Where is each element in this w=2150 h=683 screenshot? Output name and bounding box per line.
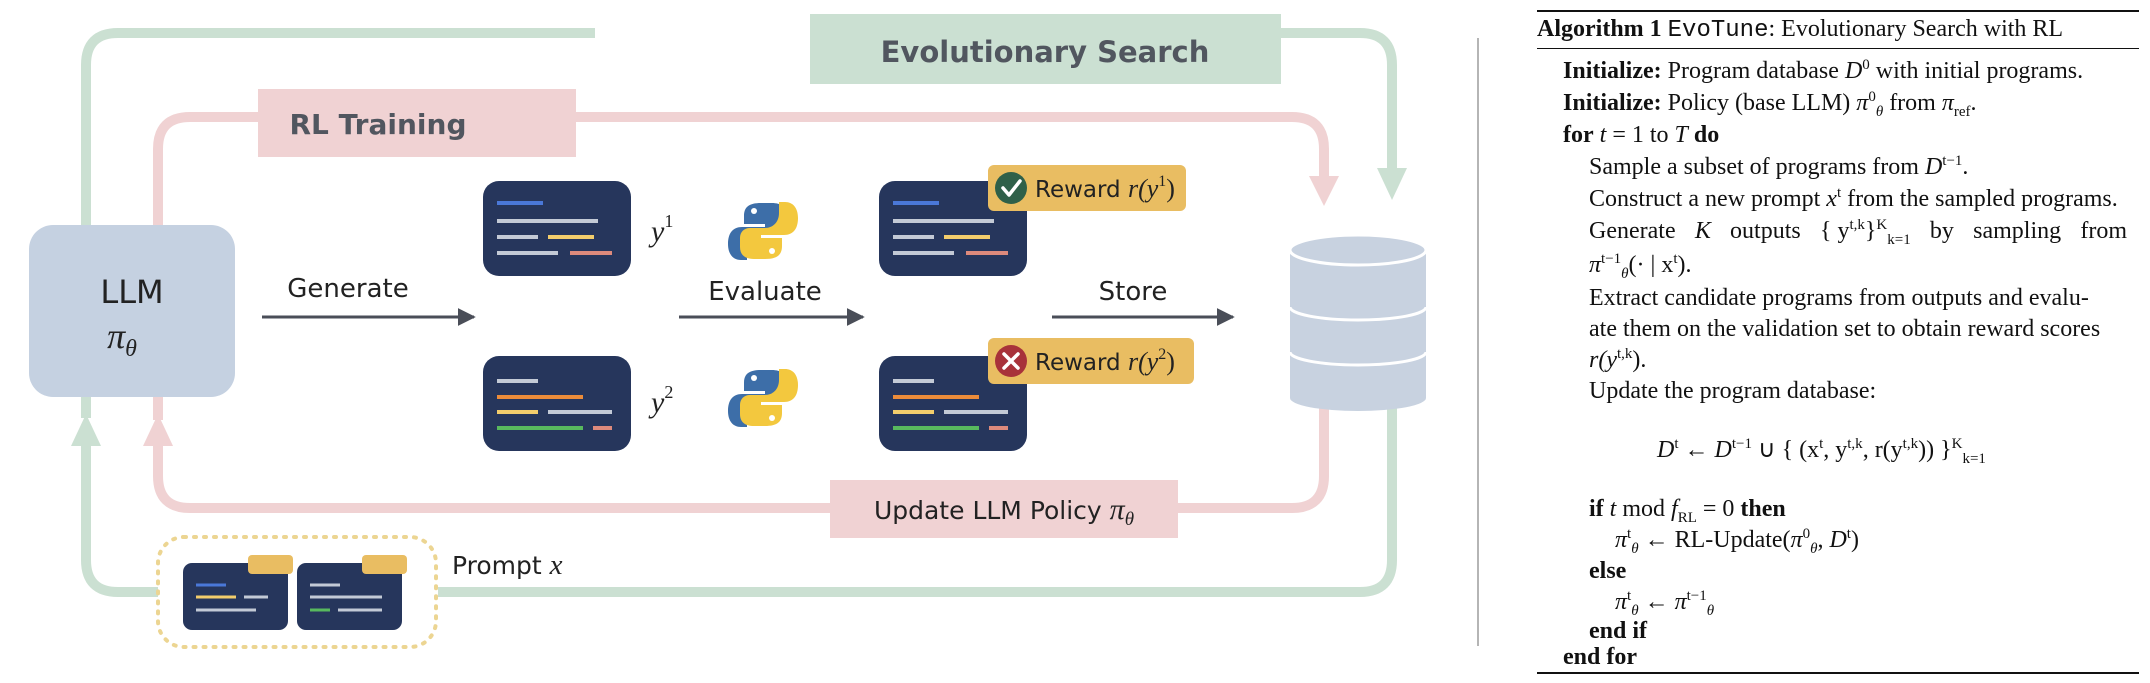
check-circle-icon bbox=[995, 172, 1027, 204]
output-1-label: y1 bbox=[648, 211, 673, 248]
algorithm-line-construct: Construct a new prompt xt from the sampl… bbox=[1589, 185, 2118, 213]
rl-arrow-up bbox=[143, 414, 173, 446]
algorithm-bottom-rule bbox=[1537, 672, 2139, 674]
reward-1-math: r(y bbox=[1128, 174, 1159, 203]
algorithm-line-update-db: Update the program database: bbox=[1589, 378, 1877, 404]
code-card-output-1 bbox=[483, 181, 631, 276]
python-icon bbox=[728, 202, 798, 260]
output-2-label: y2 bbox=[648, 382, 673, 419]
update-policy-label: Update LLM Policy πθ bbox=[874, 493, 1134, 530]
rl-training-banner bbox=[258, 89, 576, 157]
algorithm-line-sample: Sample a subset of programs from Dt−1. bbox=[1589, 153, 1969, 181]
rl-arrow-down bbox=[1309, 176, 1339, 206]
reward-1-text: Reward bbox=[1035, 177, 1128, 203]
algorithm-line-extract-1: Extract candidate programs from outputs … bbox=[1589, 285, 2089, 311]
generate-label: Generate bbox=[287, 274, 408, 304]
program-database-icon bbox=[1288, 233, 1428, 411]
evolutionary-search-label: Evolutionary Search bbox=[881, 35, 1210, 69]
algorithm-heading: Algorithm 1 EvoTune: Evolutionary Search… bbox=[1537, 16, 2064, 44]
evolutionary-arrow-up bbox=[71, 414, 101, 446]
evaluate-label: Evaluate bbox=[708, 277, 822, 307]
prompt-label: Prompt x bbox=[452, 549, 563, 581]
reward-badge-2: Reward r(y2) bbox=[988, 338, 1194, 384]
algorithm-line-end-if: end if bbox=[1589, 618, 1648, 644]
algorithm-line-end-for: end for bbox=[1563, 644, 1637, 670]
llm-box bbox=[29, 225, 235, 397]
update-policy-banner bbox=[830, 480, 1178, 538]
algorithm-panel: Algorithm 1 EvoTune: Evolutionary Search… bbox=[1537, 10, 2139, 675]
svg-text:Reward r(y2): Reward r(y2) bbox=[1035, 346, 1175, 376]
algorithm-top-rule bbox=[1537, 10, 2139, 12]
rl-training-label: RL Training bbox=[290, 108, 467, 141]
algorithm-line-extract-3: r(yt,k). bbox=[1589, 346, 1647, 374]
algorithm-line-init-database: Initialize: Program database D0 with ini… bbox=[1563, 57, 2084, 85]
store-label: Store bbox=[1099, 277, 1168, 307]
algorithm-line-keep-policy: πtθ ← πt−1θ bbox=[1615, 588, 1715, 619]
algorithm-line-rl-update: πtθ ← RL-Update(π0θ, Dt) bbox=[1615, 526, 1859, 557]
llm-label: LLM bbox=[100, 273, 163, 311]
prompt-program-card-2 bbox=[297, 555, 407, 630]
algorithm-equation: Dt ← Dt−1 ∪ { (xt, yt,k, r(yt,k)) }Kk=1 bbox=[1657, 436, 1986, 467]
reward-2-math: r(y bbox=[1128, 347, 1159, 376]
code-card-output-2 bbox=[483, 356, 631, 451]
algorithm-line-else: else bbox=[1589, 558, 1627, 584]
algorithm-line-generate-cont: πt−1θ(· | xt). bbox=[1589, 251, 1692, 282]
python-icon bbox=[728, 369, 798, 427]
algorithm-line-init-policy: Initialize: Policy (base LLM) π0θ from π… bbox=[1563, 89, 1977, 120]
algorithm-line-if: if t mod fRL = 0 then bbox=[1589, 496, 1786, 526]
algorithm-heading-rule bbox=[1537, 48, 2139, 49]
evolutionary-loop bbox=[71, 28, 1407, 597]
llm-policy-symbol: πθ bbox=[107, 316, 137, 362]
algorithm-line-for: for t = 1 to T do bbox=[1563, 122, 1720, 148]
evotune-diagram: Evolutionary Search RL Training LLM πθ G… bbox=[29, 14, 1479, 649]
prompt-program-card-1 bbox=[183, 555, 293, 630]
rl-loop bbox=[143, 112, 1339, 513]
x-circle-icon bbox=[995, 345, 1027, 377]
evolutionary-search-banner bbox=[810, 14, 1281, 84]
reward-2-text: Reward bbox=[1035, 350, 1128, 376]
reward-badge-1: Reward r(y1) bbox=[988, 165, 1186, 211]
algorithm-line-extract-2: ate them on the validation set to obtain… bbox=[1589, 316, 2101, 342]
svg-text:Reward r(y1): Reward r(y1) bbox=[1035, 173, 1175, 203]
evolutionary-arrow-down bbox=[1377, 168, 1407, 200]
